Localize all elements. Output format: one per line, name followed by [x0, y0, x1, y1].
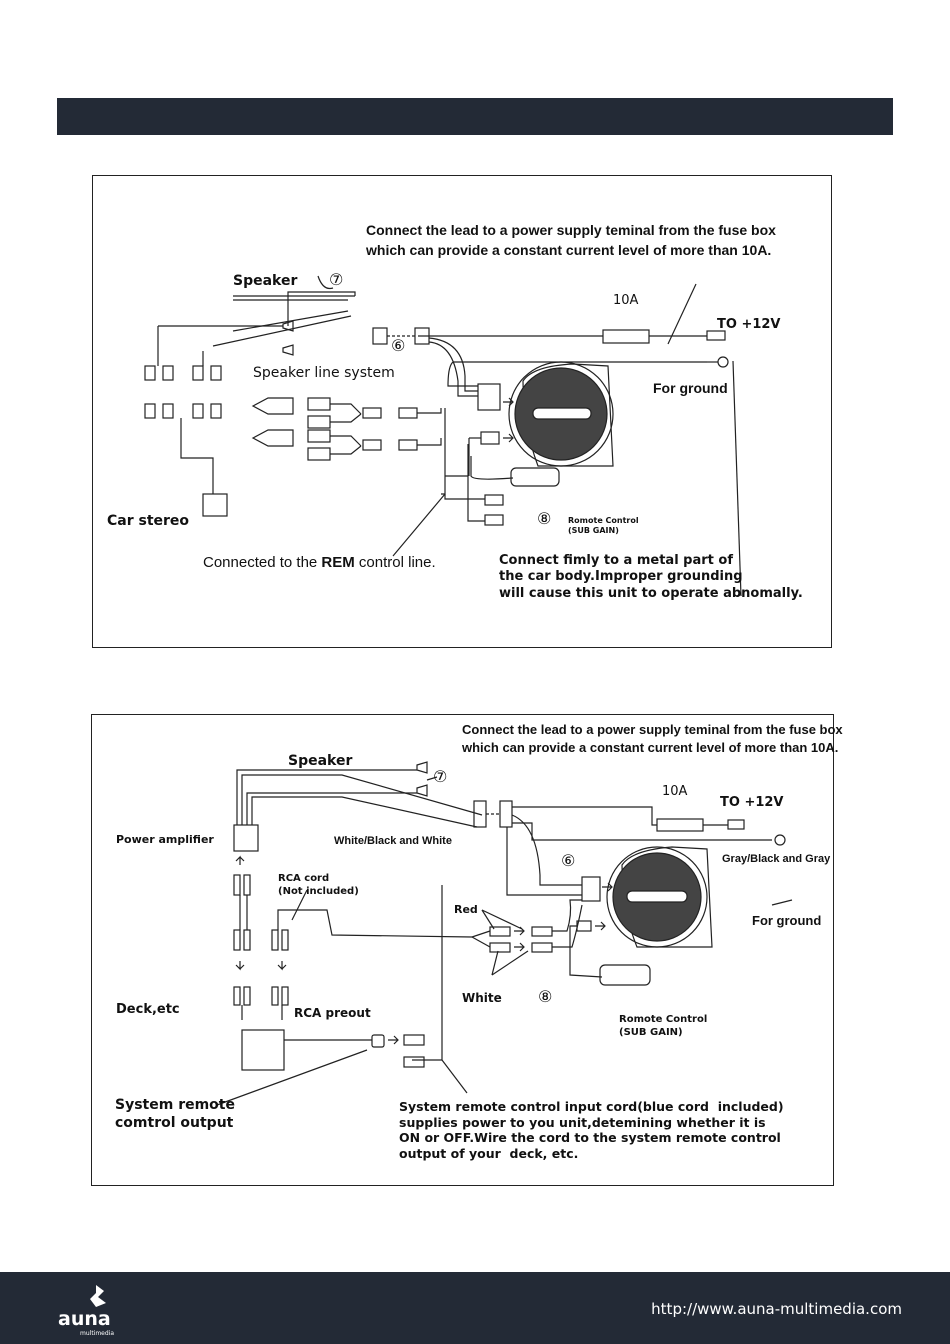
callout-8: ⑧: [538, 987, 553, 1006]
website-link[interactable]: http://www.auna-multimedia.com: [651, 1300, 902, 1318]
ring-terminal-icon: [774, 834, 786, 846]
ring-terminal-icon: [717, 356, 729, 368]
wiring-diagram-1-graphics: [144, 275, 742, 597]
to-12v-label: TO +12V: [720, 795, 784, 810]
header-bar: [57, 98, 893, 135]
wiring-diagram-car-stereo: Connect the lead to a power supply temin…: [92, 175, 832, 648]
callout-8: ⑧: [537, 509, 552, 528]
car-stereo-label: Car stereo: [107, 513, 190, 529]
speaker-line-label: Speaker line system: [253, 365, 395, 381]
fuse-note-line1: Connect the lead to a power supply temin…: [462, 722, 843, 737]
rca-cord-label: RCA cord (Not included): [278, 873, 359, 897]
harness-connector: [581, 876, 601, 902]
ground-label: For ground: [653, 380, 728, 396]
callout-7: ⑦: [329, 270, 344, 289]
remote-label-1: Romote Control: [568, 516, 639, 525]
fuse-label: 10A: [613, 293, 639, 308]
remote-label-2: (SUB GAIN): [568, 526, 619, 535]
speaker-icon: [416, 761, 428, 774]
to-12v-label: TO +12V: [717, 317, 781, 332]
fuse-label: 10A: [662, 784, 688, 799]
fuse-note-line2: which can provide a constant current lev…: [366, 242, 772, 258]
fuse-note-line2: which can provide a constant current lev…: [462, 740, 839, 755]
speaker-label: Speaker: [233, 273, 298, 289]
speaker-icon: [282, 320, 294, 332]
power-amplifier-unit: [233, 824, 259, 852]
remote-label-1: Romote Control: [619, 1014, 708, 1025]
auna-logo: auna multimedia: [58, 1281, 148, 1337]
callout-6: ⑥: [561, 851, 576, 870]
callout-6: ⑥: [391, 336, 406, 355]
gray-black-label: Gray/Black and Gray: [722, 853, 831, 865]
rem-note: Connected to the REM control line.: [203, 554, 436, 571]
white-label: White: [462, 991, 502, 1005]
harness-connector: [477, 383, 501, 411]
remote-control-icon: [599, 964, 651, 986]
ground-label: For ground: [752, 913, 822, 928]
ground-note: Connect fimly to a metal part of the car…: [499, 553, 803, 601]
svg-text:multimedia: multimedia: [80, 1330, 114, 1337]
remote-label-2: (SUB GAIN): [619, 1027, 683, 1038]
white-black-label: White/Black and White: [334, 835, 452, 847]
deck-label: Deck,etc: [116, 1002, 180, 1017]
car-stereo-unit: [202, 493, 228, 517]
footer-bar: [0, 1272, 950, 1344]
svg-text:auna: auna: [58, 1308, 111, 1330]
wiring-diagram-2-graphics: [216, 761, 793, 1106]
fuse-note-line1: Connect the lead to a power supply temin…: [366, 222, 776, 238]
power-amp-label: Power amplifier: [116, 833, 214, 846]
fuse-icon: [656, 818, 704, 832]
remote-control-icon: [510, 467, 560, 487]
deck-unit: [241, 1029, 285, 1071]
auna-logo-icon: auna multimedia: [58, 1285, 114, 1337]
speaker-label: Speaker: [288, 753, 353, 769]
rca-preout-label: RCA preout: [294, 1006, 371, 1020]
rca-plug-icon: [362, 407, 382, 419]
callout-7: ⑦: [433, 767, 448, 786]
wiring-diagram-power-amplifier: Connect the lead to a power supply temin…: [91, 714, 843, 1186]
remote-cord-note: System remote control input cord(blue co…: [399, 1099, 784, 1161]
red-label: Red: [454, 903, 478, 916]
system-remote-label: System remote comtrol output: [115, 1097, 235, 1131]
fuse-icon: [602, 329, 650, 344]
